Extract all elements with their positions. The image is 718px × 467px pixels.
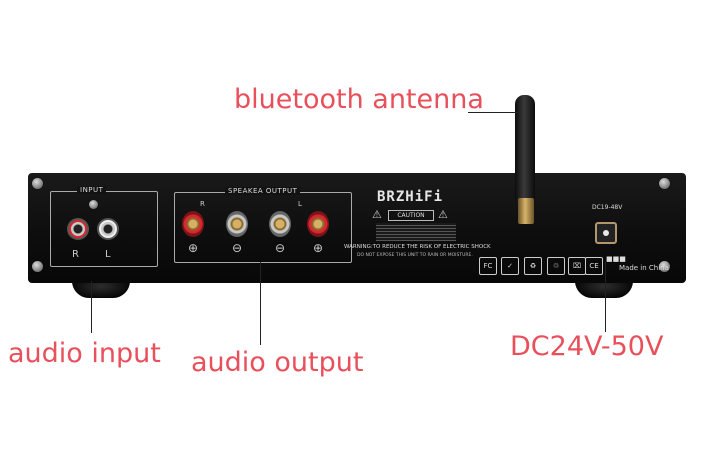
leader-line-bluetooth	[468, 112, 520, 113]
brand-logo: BRZHiFi	[377, 189, 444, 205]
compliance-mark-icons: ■■■	[606, 255, 626, 263]
speaker-channel-r-label: R	[200, 200, 205, 208]
speaker-output-label: SPEAKEA OUTPUT	[225, 187, 301, 195]
amp-foot-left	[72, 281, 130, 298]
speaker-post-left-positive[interactable]	[307, 211, 329, 237]
minus-icon: ⊖	[232, 241, 243, 255]
plus-icon: ⊕	[313, 241, 324, 255]
ground-screw-icon	[89, 200, 98, 209]
fc-mark-icon: FC	[479, 257, 497, 275]
speaker-channel-l-label: L	[298, 200, 302, 208]
made-in-china-label: Made in China	[619, 264, 669, 272]
rohs-mark-icon: ♻	[524, 257, 542, 275]
dc-voltage-label: DC19-48V	[592, 204, 623, 211]
warning-line-2: DO NOT EXPOSE THIS UNIT TO RAIN OR MOIST…	[357, 253, 473, 258]
screw-icon	[659, 178, 670, 189]
check-mark-icon: ✓	[501, 257, 519, 275]
screw-icon	[32, 178, 43, 189]
leader-line-dc-input	[605, 262, 606, 332]
minus-icon: ⊖	[275, 241, 286, 255]
callout-audio-output: audio output	[191, 347, 364, 378]
bluetooth-antenna[interactable]	[515, 95, 535, 203]
caution-box: CAUTION	[388, 210, 434, 221]
channel-l-label: L	[105, 249, 111, 260]
warning-triangle-icon: ⚠	[438, 208, 448, 221]
screw-icon	[659, 261, 670, 272]
antenna-connector	[518, 198, 534, 224]
speaker-post-left-negative[interactable]	[269, 211, 291, 237]
amp-foot-right	[575, 281, 633, 298]
input-section-label: INPUT	[77, 186, 107, 194]
speaker-post-right-negative[interactable]	[226, 211, 248, 237]
ce-mark-icon: CE	[585, 257, 603, 275]
leader-line-audio-output	[260, 262, 261, 345]
warning-triangle-icon: ⚠	[372, 208, 382, 221]
amplifier-rear-panel: INPUT R L SPEAKEA OUTPUT R L ⊕ ⊖ ⊖ ⊕ BRZ…	[28, 173, 686, 283]
screw-icon	[32, 261, 43, 272]
callout-dc-input: DC24V-50V	[510, 331, 664, 362]
plus-icon: ⊕	[188, 241, 199, 255]
caution-fine-print	[376, 223, 456, 241]
speaker-post-right-positive[interactable]	[182, 211, 204, 237]
warning-line-1: WARNING:TO REDUCE THE RISK OF ELECTRIC S…	[344, 244, 491, 250]
recycle-icon: ♲	[547, 257, 565, 275]
rca-input-right[interactable]	[67, 218, 89, 240]
rca-input-left[interactable]	[97, 218, 119, 240]
callout-audio-input: audio input	[8, 338, 161, 369]
leader-line-audio-input	[91, 281, 92, 333]
channel-r-label: R	[72, 249, 79, 260]
callout-bluetooth-antenna: bluetooth antenna	[234, 84, 484, 115]
dc-power-jack[interactable]	[595, 222, 617, 244]
weee-bin-icon: ⌧	[568, 257, 586, 275]
caution-label: CAUTION	[397, 212, 425, 219]
